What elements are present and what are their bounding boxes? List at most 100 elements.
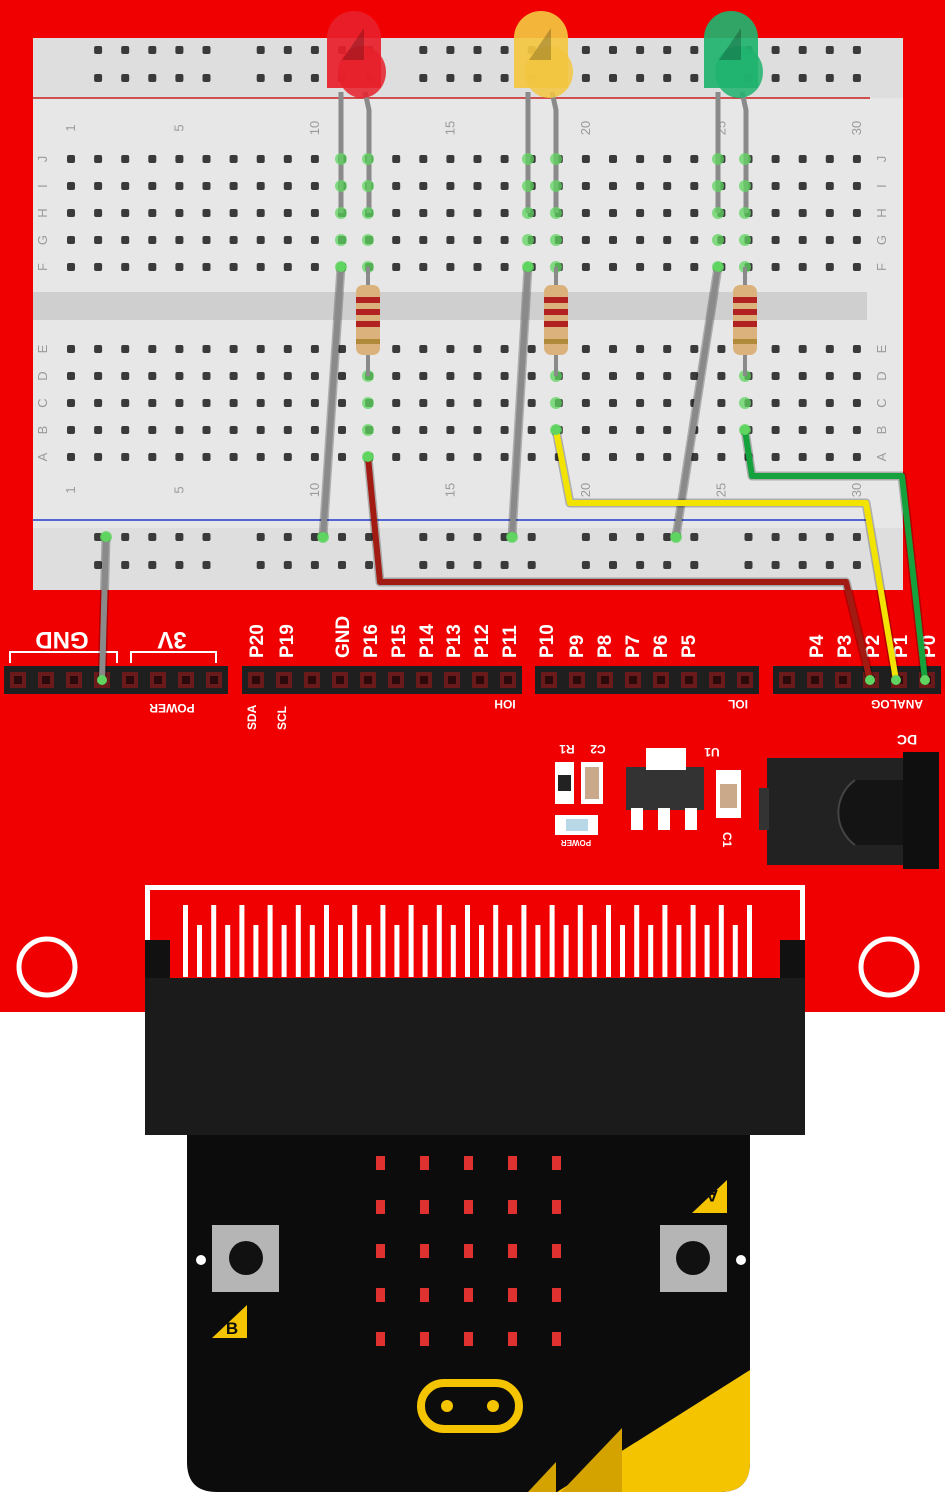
rail-hole [527,533,536,541]
regulator-area: C2 R1 POWER U1 C1 [555,742,741,848]
breadboard-hole [473,263,482,271]
matrix-led [552,1332,561,1346]
breadboard-hole [636,345,645,353]
button-a-marker: A [692,1180,727,1213]
breadboard-hole [67,372,75,380]
connected-hole [362,180,374,192]
breadboard-hole [419,399,428,407]
breadboard-hole [798,263,807,271]
connected-hole [739,207,751,219]
breadboard-hole [121,399,130,407]
breadboard-hole [229,426,238,434]
breadboard-hole [473,372,482,380]
breadboard-hole [229,209,238,217]
breadboard-hole [690,209,699,217]
button-b[interactable] [212,1225,279,1292]
breadboard-hole [852,399,861,407]
breadboard-hole [256,426,265,434]
rail-hole [825,533,834,541]
breadboard-hole [581,453,590,461]
rail-hole [690,46,699,54]
breadboard-hole [663,236,672,244]
breadboard-hole [256,182,265,190]
breadboard-hole [527,372,536,380]
connected-hole [739,234,751,246]
led-matrix [376,1156,561,1346]
matrix-led [508,1332,517,1346]
breadboard-hole [527,399,536,407]
breadboard-hole [283,453,292,461]
pin-label: P1 [891,634,912,658]
breadboard-hole [852,263,861,271]
r1-label: R1 [559,742,575,756]
sda-label: SDA [245,704,259,730]
u1-label: U1 [704,745,720,759]
rail-hole [175,533,184,541]
rail-hole [310,46,319,54]
breadboard-hole [473,453,482,461]
breadboard-hole [229,399,238,407]
breadboard-hole [202,236,211,244]
matrix-led [420,1244,429,1258]
breadboard-hole [609,236,617,244]
breadboard-hole [852,209,861,217]
rail-hole [202,74,211,82]
breadboard-hole [121,209,130,217]
rail-hole [771,74,780,82]
pin-label: P12 [472,624,493,658]
breadboard-hole [229,453,238,461]
rail-hole [798,533,807,541]
breadboard-hole [636,209,645,217]
header-analog [773,666,941,694]
row-letter: A [35,452,50,461]
breadboard-hole [500,453,509,461]
connected-hole [522,153,534,165]
rail-hole [283,561,292,569]
breadboard-hole [419,182,428,190]
rail-hole [310,561,319,569]
breadboard-hole [419,345,428,353]
breadboard-hole [310,426,319,434]
rail-hole [852,561,861,569]
resistor [356,267,380,376]
rail-hole [663,561,672,569]
breadboard-hole [392,426,401,434]
breadboard-hole [663,182,672,190]
breadboard-hole [419,209,428,217]
rail-hole [609,561,617,569]
breadboard-hole [825,182,834,190]
breadboard-hole [148,263,157,271]
matrix-led [376,1156,385,1170]
breadboard-hole [94,236,103,244]
breadboard-hole [392,182,401,190]
matrix-led [420,1332,429,1346]
header-ioh [242,666,522,694]
rail-hole [527,561,536,569]
row-letter: C [35,398,50,407]
breadboard-hole [771,263,780,271]
breadboard-hole [148,182,157,190]
breadboard-hole [771,182,780,190]
breadboard-hole [446,372,455,380]
breadboard-hole [500,345,509,353]
breadboard-hole [825,453,834,461]
connected-hole [712,207,724,219]
rail-hole [338,561,346,569]
breadboard-hole [148,236,157,244]
breadboard-hole [798,182,807,190]
breadboard-hole [825,399,834,407]
rail-hole [148,46,157,54]
breadboard-hole [771,209,780,217]
matrix-led [464,1200,473,1214]
row-letter: D [874,371,889,380]
breadboard-hole [609,399,617,407]
breadboard-hole [202,399,211,407]
breadboard-hole [283,155,292,163]
breadboard-hole [771,453,780,461]
breadboard-hole [229,155,238,163]
breadboard-hole [148,426,157,434]
button-a[interactable] [660,1225,727,1292]
breadboard-hole [581,399,590,407]
breadboard-hole [798,453,807,461]
rail-hole [473,46,482,54]
